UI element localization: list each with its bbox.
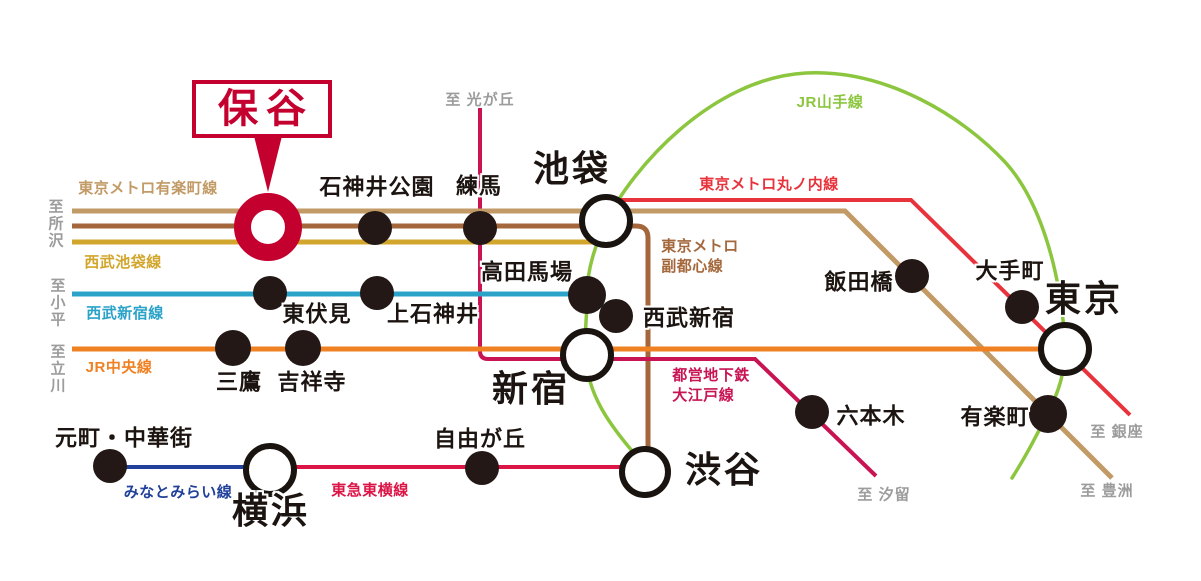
station-marker-元町・中華街 (93, 449, 127, 483)
station-marker-六本木 (795, 395, 829, 429)
station-marker-有楽町 (1029, 395, 1067, 433)
station-marker-三鷹 (215, 330, 251, 366)
line-label-marunouchi: 東京メトロ丸ノ内線 (699, 175, 839, 193)
direction-label-至汐留: 至 汐留 (857, 486, 911, 504)
station-label-有楽町: 有楽町 (960, 404, 1030, 430)
station-marker-石神井公園 (358, 211, 392, 245)
station-label-大手町: 大手町 (975, 258, 1045, 284)
station-label-石神井公園: 石神井公園 (319, 174, 435, 200)
station-marker-練馬 (463, 211, 497, 245)
station-label-横浜: 横浜 (231, 491, 311, 532)
direction-label-至所沢: 至所沢 (46, 198, 64, 250)
line-label-seibu-ikebukuro: 西武池袋線 (84, 253, 162, 271)
direction-label-至銀座: 至 銀座 (1090, 423, 1144, 441)
station-marker-東京 (1038, 322, 1092, 376)
station-label-東京: 東京 (1044, 279, 1124, 320)
station-label-池袋: 池袋 (532, 149, 612, 190)
station-marker-新宿 (560, 328, 614, 382)
station-label-自由が丘: 自由が丘 (433, 426, 527, 452)
station-marker-自由が丘 (465, 451, 499, 485)
callout-pointer (254, 136, 282, 192)
station-label-新宿: 新宿 (491, 369, 571, 410)
tokyo-metro-yurakucho-line-path (72, 208, 1114, 480)
station-marker-高田馬場 (568, 276, 606, 314)
station-label-高田馬場: 高田馬場 (480, 259, 574, 285)
line-label-jr-chuo: JR中央線 (85, 358, 153, 376)
station-label-六本木: 六本木 (836, 403, 906, 429)
station-label-元町・中華街: 元町・中華街 (54, 425, 194, 451)
station-marker-飯田橋 (895, 259, 929, 293)
line-label-fukutoshin: 東京メトロ 副都心線 (661, 237, 739, 275)
hoya-callout-label: 保谷 (218, 86, 314, 131)
station-marker-渋谷 (619, 446, 671, 498)
direction-label-至小平: 至小平 (48, 277, 66, 329)
station-label-西武新宿: 西武新宿 (642, 305, 736, 331)
station-marker-東伏見 (253, 276, 287, 310)
station-label-三鷹: 三鷹 (215, 369, 263, 395)
station-marker-横浜 (243, 443, 297, 497)
line-label-minatomirai: みなとみらい線 (123, 483, 233, 501)
line-label-oedo: 都営地下鉄 大江戸線 (672, 366, 750, 404)
line-label-toyoko: 東急東横線 (331, 481, 409, 499)
station-marker-保谷 (234, 193, 302, 261)
hoya-callout: 保谷 (192, 80, 332, 138)
station-label-練馬: 練馬 (455, 173, 503, 199)
direction-label-至豊洲: 至 豊洲 (1080, 482, 1134, 500)
direction-label-至立川: 至立川 (48, 343, 66, 395)
station-label-東伏見: 東伏見 (282, 301, 352, 327)
station-marker-池袋 (579, 194, 633, 248)
line-label-yurakucho: 東京メトロ有楽町線 (78, 179, 218, 197)
direction-label-至光が丘: 至 光が丘 (445, 91, 515, 109)
tokyo-metro-fukutoshin-line-path (72, 223, 651, 450)
station-label-飯田橋: 飯田橋 (824, 269, 894, 295)
station-marker-吉祥寺 (285, 330, 321, 366)
station-marker-大手町 (1005, 290, 1039, 324)
station-label-渋谷: 渋谷 (684, 450, 764, 491)
station-label-上石神井: 上石神井 (386, 301, 480, 327)
station-marker-上石神井 (360, 276, 394, 310)
line-label-seibu-shinjuku: 西武新宿線 (86, 304, 164, 322)
station-marker-西武新宿 (599, 299, 633, 333)
line-label-yamanote: JR山手線 (796, 93, 864, 111)
station-label-吉祥寺: 吉祥寺 (277, 369, 347, 395)
